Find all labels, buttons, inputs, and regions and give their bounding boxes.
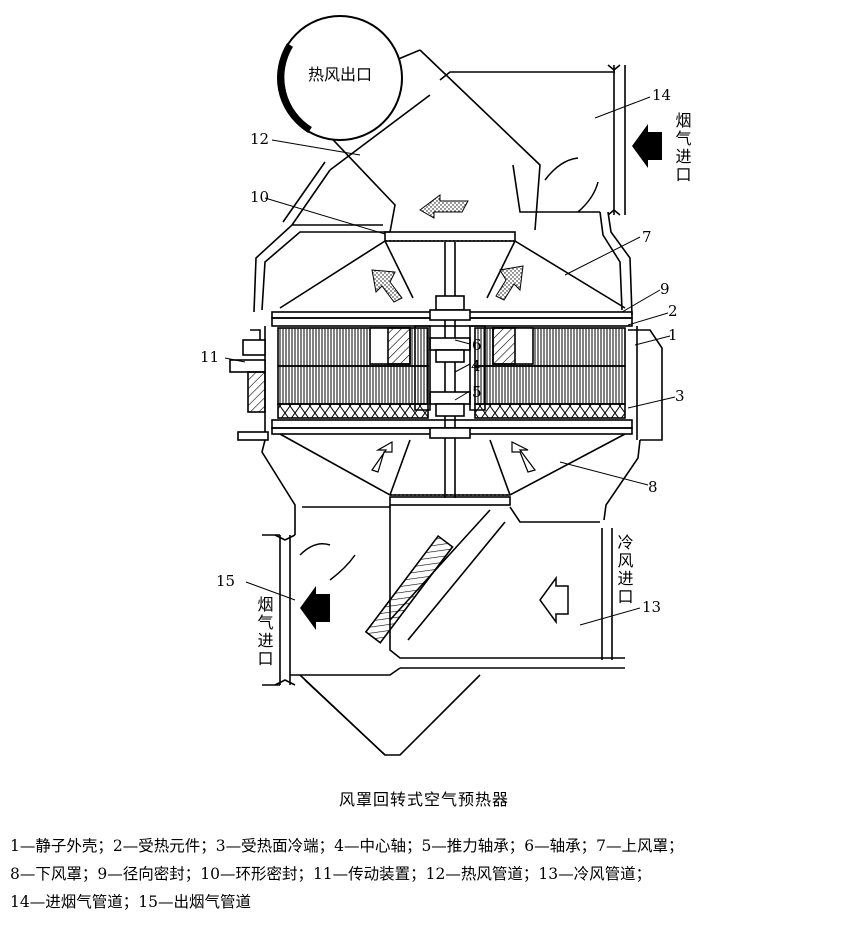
legend-line: 1—静子外壳；2—受热元件；3—受热面冷端；4—中心轴；5—推力轴承；6—轴承；… [10, 837, 684, 855]
legend-line: 8—下风罩；9—径向密封；10—环形密封；11—传动装置；12—热风管道；13—… [10, 865, 652, 883]
callout-3: 3 [675, 387, 685, 405]
callout-6: 6 [472, 336, 482, 354]
legend-line: 14—进烟气管道；15—出烟气管道 [10, 893, 251, 911]
callout-1: 1 [668, 326, 678, 344]
callout-15: 15 [216, 572, 235, 590]
air-preheater-diagram: 热风出口 1 2 3 4 5 6 7 [200, 15, 692, 756]
cold-air-duct [364, 505, 625, 669]
heating-elements [277, 327, 626, 419]
callout-4: 4 [471, 357, 481, 375]
callout-5: 5 [472, 383, 482, 401]
flue-gas-inlet-bottom-label: 烟气进口 [255, 596, 274, 668]
callout-9: 9 [660, 280, 670, 298]
callout-10: 10 [250, 188, 269, 206]
hot-air-outlet-label: 热风出口 [308, 65, 372, 84]
callout-8: 8 [648, 478, 658, 496]
callout-13: 13 [642, 598, 661, 616]
flue-gas-outlet-arrow [300, 586, 330, 630]
flue-gas-outlet-duct [262, 534, 481, 756]
figure-caption: 风罩回转式空气预热器 [338, 790, 509, 809]
drive-unit [229, 329, 269, 441]
cold-air-inlet-label: 冷风进口 [615, 534, 634, 606]
callout-7: 7 [642, 228, 652, 246]
callout-11: 11 [200, 348, 219, 366]
upper-casing [253, 161, 390, 313]
flue-gas-inlet-arrow [632, 124, 662, 168]
flue-gas-inlet-duct [439, 64, 633, 316]
legend: 1—静子外壳；2—受热元件；3—受热面冷端；4—中心轴；5—推力轴承；6—轴承；… [10, 832, 846, 916]
callout-14: 14 [652, 86, 671, 104]
lower-hood [279, 433, 626, 506]
callout-12: 12 [250, 130, 269, 148]
callout-2: 2 [668, 302, 678, 320]
central-shaft [414, 242, 486, 498]
flue-gas-inlet-top-label: 烟气进口 [673, 112, 692, 184]
